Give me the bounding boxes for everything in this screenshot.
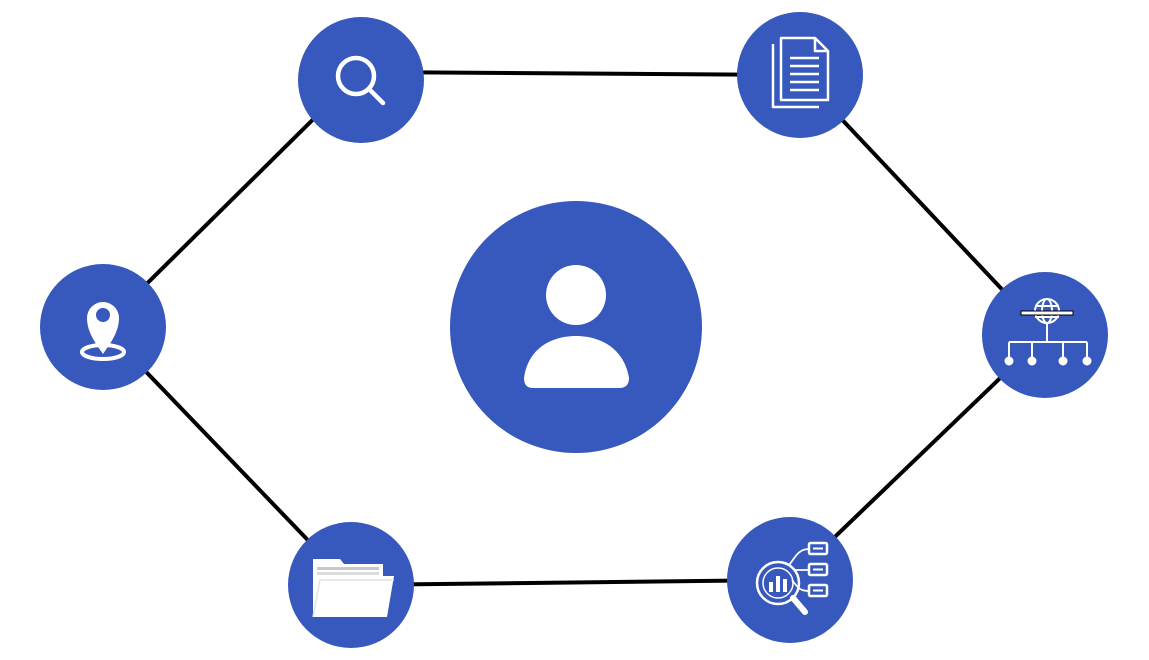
folder-icon: [312, 559, 394, 618]
document-icon: [771, 36, 830, 109]
analytics-magnifier-icon: [755, 541, 829, 615]
node-network: [982, 272, 1108, 398]
edge-analytics-folder: [349, 578, 792, 587]
node-document: [737, 12, 863, 138]
globe-network-icon: [1004, 298, 1092, 366]
center-node-user: [450, 201, 702, 453]
user-icon: [524, 265, 629, 388]
node-search: [298, 17, 424, 143]
node-folder: [288, 522, 414, 648]
node-analytics: [727, 517, 853, 643]
location-pin-icon: [80, 302, 126, 361]
node-location: [40, 264, 166, 390]
search-icon: [335, 55, 386, 106]
edge-search-document: [359, 70, 802, 77]
